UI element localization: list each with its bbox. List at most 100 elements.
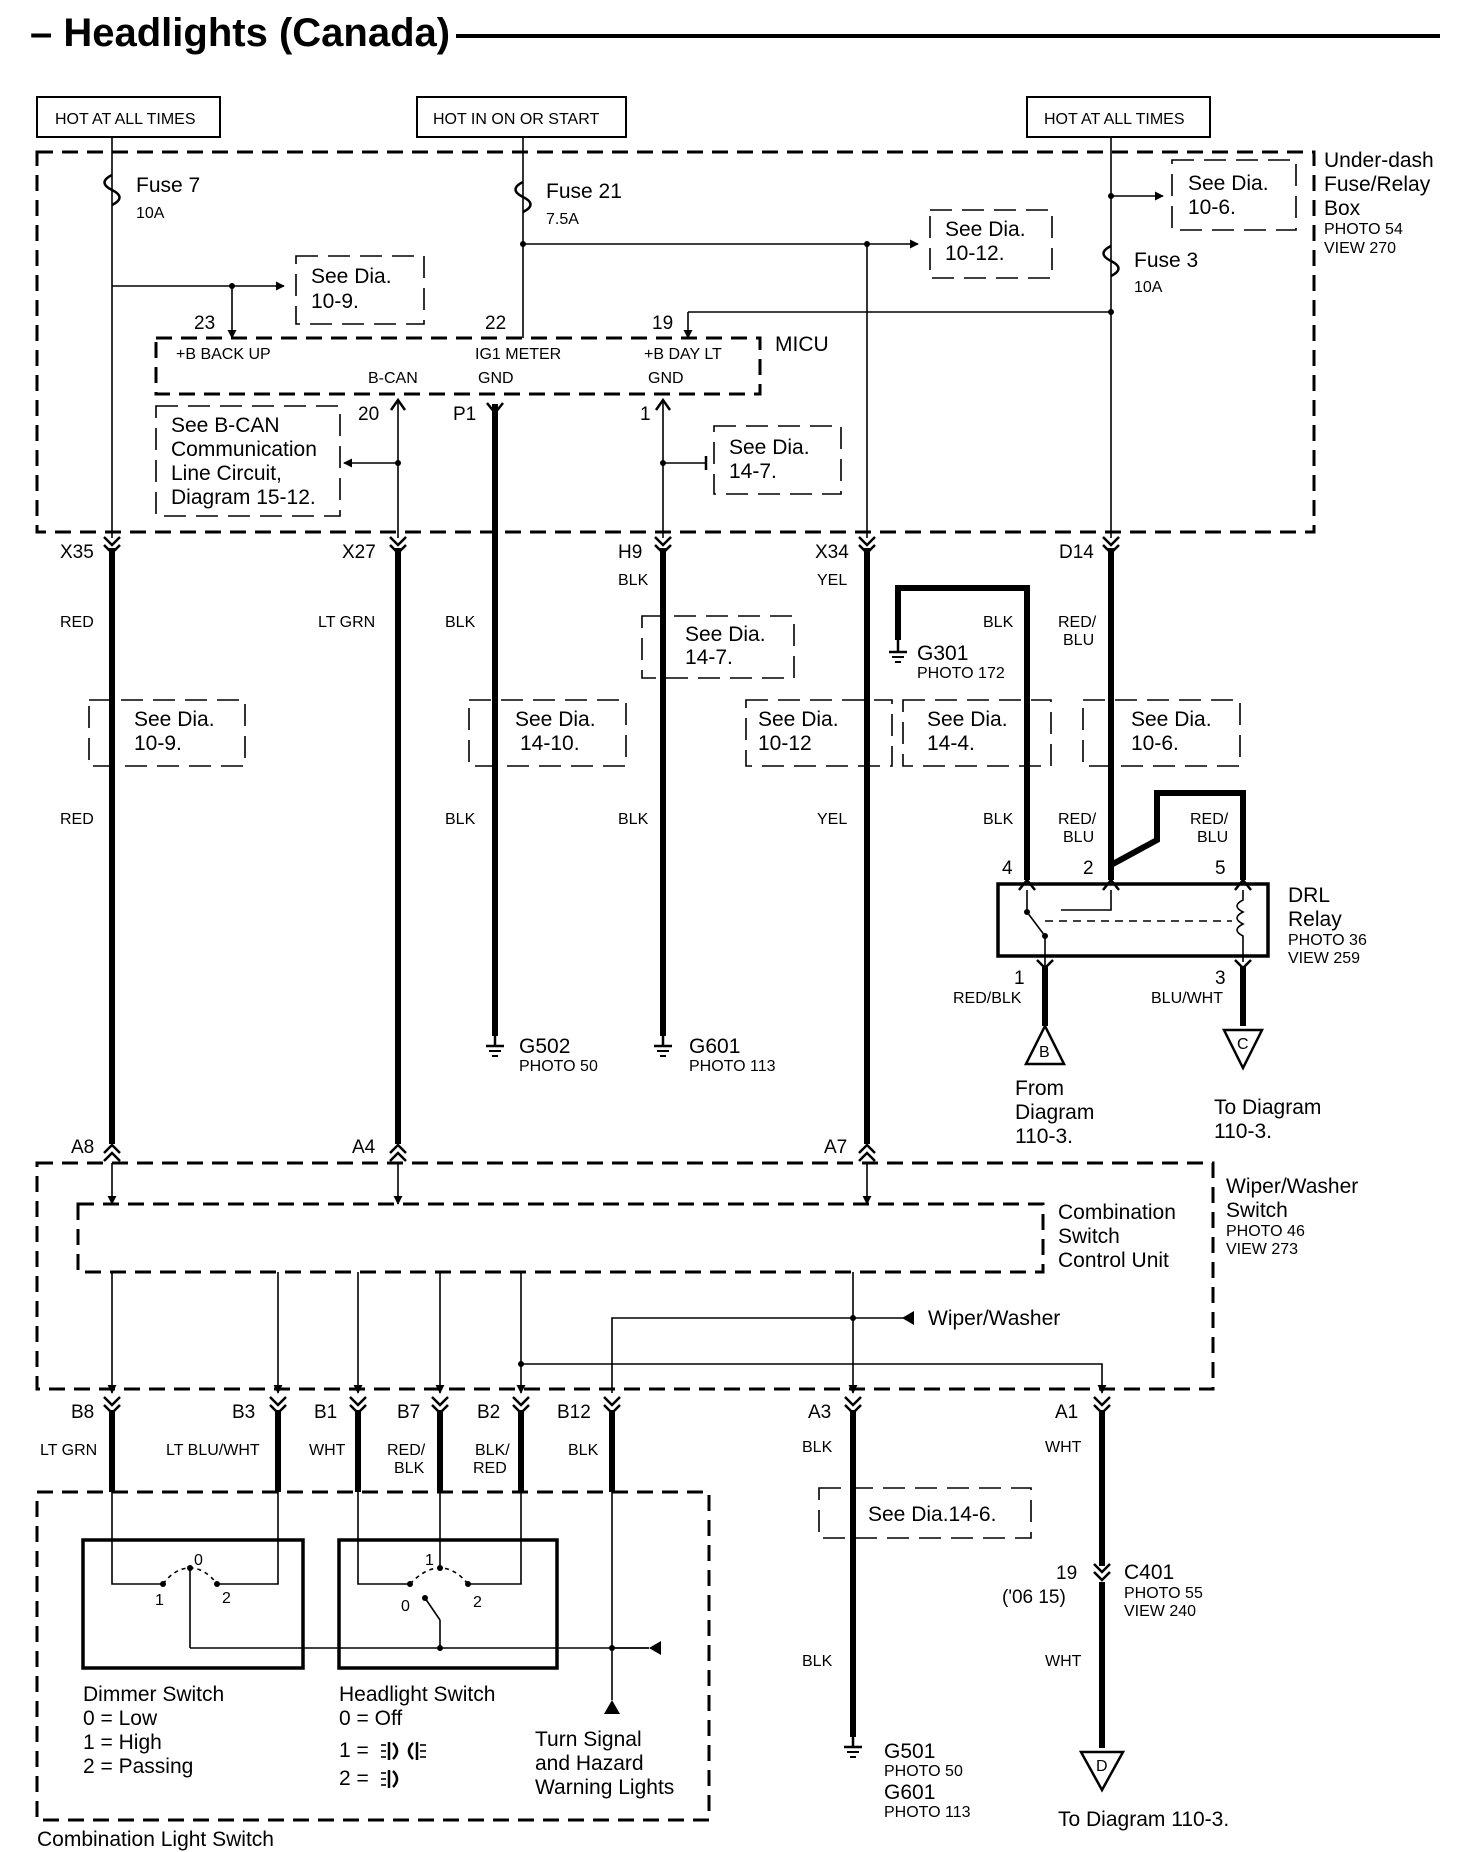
wire-label-b2b: RED <box>473 1460 507 1477</box>
drl-relay-name2: Relay <box>1288 908 1342 931</box>
splice-a3 <box>850 1315 856 1321</box>
conn-x27: X27 <box>342 542 376 563</box>
drl-relay-name: DRL <box>1288 884 1330 907</box>
turn-signal-l2: and Hazard <box>535 1752 644 1775</box>
parking-lights-icon <box>381 1742 426 1760</box>
ground-g301-photo: PHOTO 172 <box>917 665 1005 682</box>
wiper-pin-a3: A3 <box>808 1402 831 1423</box>
wiper-pin-a4: A4 <box>352 1137 376 1158</box>
wiper-switch-name-1: Wiper/Washer <box>1226 1175 1358 1198</box>
conn-x34: X34 <box>815 542 849 563</box>
splice-b2 <box>518 1361 524 1367</box>
splice-fuse3-low <box>1108 309 1114 315</box>
see-ref-14-10 <box>468 699 627 767</box>
dimmer-switch-box <box>81 1538 305 1670</box>
splice-fuse7 <box>229 283 235 289</box>
drl-pin-5: 5 <box>1215 858 1226 879</box>
micu-pin-23: 23 <box>194 313 215 334</box>
wiper-a8-terminal <box>103 1143 121 1162</box>
drl-relay-box <box>996 882 1270 958</box>
see-ref-14-7-top-l1: See Dia. <box>729 436 810 459</box>
c401-connector-icon <box>1093 1563 1111 1582</box>
micu-label-backup: +B BACK UP <box>176 346 271 363</box>
conn-d14: D14 <box>1059 542 1094 563</box>
wiper-a7-terminal <box>858 1143 876 1162</box>
wire-label-red-1: RED <box>60 614 94 631</box>
control-unit-box <box>76 1202 1045 1274</box>
wiper-pin-a7: A7 <box>824 1137 847 1158</box>
wire-label-a1: WHT <box>1045 1439 1082 1456</box>
fuse7-symbol <box>103 173 121 207</box>
see-ref-bcan <box>155 405 341 517</box>
headlight-line-1: 0 = Off <box>339 1707 402 1730</box>
headlights-icon <box>381 1770 399 1788</box>
wire-label-redblu-1a: RED/ <box>1058 614 1097 631</box>
wiper-pin-a1: A1 <box>1055 1402 1078 1423</box>
wire-redblu-5 <box>1108 790 1246 880</box>
fuse-relay-box-outline <box>35 150 1316 534</box>
see-ref-bcan-l2: Communication <box>171 438 317 461</box>
wiper-pin-a8: A8 <box>71 1137 94 1158</box>
dimmer-pos-2: 2 <box>222 1590 231 1607</box>
ground-g601b-name: G601 <box>884 1781 935 1804</box>
drl-pin-1: 1 <box>1014 968 1025 989</box>
splice-x34 <box>864 241 870 247</box>
fuse3-rating: 10A <box>1134 279 1163 296</box>
wire-label-a3: BLK <box>802 1439 833 1456</box>
see-ref-bcan-l1: See B-CAN <box>171 414 280 437</box>
see-ref-10-6-top-l1: See Dia. <box>1188 172 1269 195</box>
drl-pin-3: 3 <box>1215 968 1226 989</box>
conn-x35: X35 <box>60 542 94 563</box>
dimmer-pos-0: 0 <box>194 1552 203 1569</box>
micu-pin-20-terminal <box>389 397 407 411</box>
offpage-b-text-2: Diagram <box>1015 1101 1094 1124</box>
offpage-d-triangle <box>1078 1750 1126 1793</box>
drl-pin2-terminal <box>1102 877 1120 891</box>
offpage-b-letter: B <box>1039 1044 1050 1061</box>
drl-contact-arm <box>1026 911 1046 937</box>
wire-label-yel-2: YEL <box>817 811 847 828</box>
fuse3-name: Fuse 3 <box>1134 249 1198 272</box>
micu-pin-19: 19 <box>652 313 673 334</box>
fusebox-name-3: Box <box>1324 197 1361 220</box>
ground-g502-photo: PHOTO 50 <box>519 1058 598 1075</box>
micu-pin-1-terminal <box>654 397 672 411</box>
headlight-dot-common <box>437 1645 443 1651</box>
micu-pin-1: 1 <box>640 404 651 425</box>
fuse3-symbol <box>1102 244 1120 278</box>
wire-label-redblu-3a: RED/ <box>1190 811 1229 828</box>
c401-year: ('06 15) <box>1002 1587 1066 1608</box>
wire-label-b1: WHT <box>309 1442 346 1459</box>
ground-g502-name: G502 <box>519 1035 570 1058</box>
dimmer-dot-2 <box>214 1581 220 1587</box>
drl-coil-feed <box>1061 890 1112 911</box>
splice-ig1 <box>520 241 526 247</box>
wiper-switch-outline <box>35 1161 1215 1391</box>
splice-b12 <box>609 1645 615 1651</box>
wire-label-blk-g301: BLK <box>983 614 1014 631</box>
dimmer-line-2: 1 = High <box>83 1731 162 1754</box>
ground-g501-icon <box>842 1737 864 1759</box>
control-unit-l1: Combination <box>1058 1201 1176 1224</box>
drl-pin-4: 4 <box>1002 858 1013 879</box>
see-ref-10-6-mid-l2: 10-6. <box>1131 732 1179 755</box>
power-box-right <box>1026 96 1211 138</box>
dimmer-title: Dimmer Switch <box>83 1683 224 1706</box>
c401-view: VIEW 240 <box>1124 1603 1196 1620</box>
wire-label-b3: LT BLU/WHT <box>166 1442 260 1459</box>
drl-contact-pivot <box>1042 933 1048 939</box>
wiper-pin-b7: B7 <box>397 1402 420 1423</box>
micu-label-bcan: B-CAN <box>368 370 418 387</box>
control-unit-l2: Switch <box>1058 1225 1120 1248</box>
micu-pin-p1: P1 <box>453 404 476 425</box>
headlight-b1-line <box>357 1492 410 1585</box>
fuse21-rating: 7.5A <box>546 211 579 228</box>
micu-label-gnd1: GND <box>478 370 514 387</box>
power-box-mid <box>416 96 627 138</box>
fusebox-view: VIEW 270 <box>1324 240 1396 257</box>
wiper-pin-b2: B2 <box>477 1402 500 1423</box>
drl-contact-nc <box>1024 909 1030 915</box>
ground-g601-icon <box>652 1036 674 1058</box>
micu-label-ig1: IG1 METER <box>475 346 561 363</box>
